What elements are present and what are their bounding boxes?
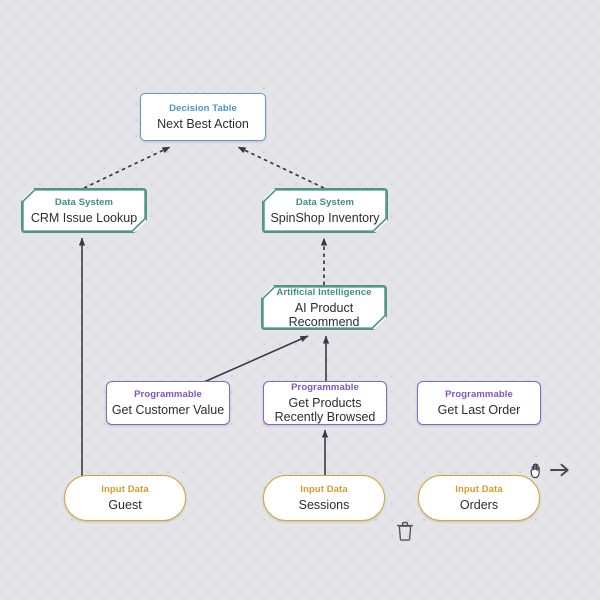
node-title: AI Product Recommend [288, 300, 360, 329]
node-type-label: Data System [54, 196, 114, 208]
node-title: Get Products Recently Browsed [274, 396, 376, 424]
node-title: Orders [459, 498, 499, 512]
node-orders[interactable]: Input Data Orders [418, 475, 540, 521]
node-type-label: Data System [295, 196, 355, 208]
node-type-label: Programmable [134, 389, 202, 400]
node-type-label: Programmable [445, 389, 513, 400]
edge-get-customer-value-to-ai [203, 335, 309, 383]
node-type-label: Input Data [300, 484, 348, 495]
trash-icon[interactable] [396, 521, 414, 541]
node-type-label: Input Data [101, 484, 149, 495]
node-title: Get Customer Value [111, 403, 225, 417]
node-type-label: Artificial Intelligence [276, 286, 372, 298]
node-title: SpinShop Inventory [270, 210, 380, 225]
node-type-label: Programmable [291, 382, 359, 393]
node-get-customer-value[interactable]: Programmable Get Customer Value [106, 381, 230, 425]
node-spinshop-inventory[interactable]: Data System SpinShop Inventory [262, 188, 388, 233]
node-get-products-recently-browsed[interactable]: Programmable Get Products Recently Brows… [263, 381, 387, 425]
node-type-label: Input Data [455, 484, 503, 495]
node-title: Get Last Order [437, 403, 521, 417]
node-guest[interactable]: Input Data Guest [64, 475, 186, 521]
node-type-label: Decision Table [169, 103, 237, 114]
edge-crm-to-next-best-action [83, 146, 171, 189]
node-title: Guest [108, 498, 142, 512]
node-title: Sessions [298, 498, 350, 512]
grabbing-hand-cursor [529, 461, 547, 481]
node-sessions[interactable]: Input Data Sessions [263, 475, 385, 521]
edge-spinshop-to-next-best-action [237, 146, 325, 189]
node-ai-product-recommend[interactable]: Artificial Intelligence AI Product Recom… [261, 285, 387, 330]
node-get-last-order[interactable]: Programmable Get Last Order [417, 381, 541, 425]
node-title: Next Best Action [157, 117, 249, 131]
node-next-best-action[interactable]: Decision Table Next Best Action [140, 93, 266, 141]
node-crm-issue-lookup[interactable]: Data System CRM Issue Lookup [21, 188, 147, 233]
node-title: CRM Issue Lookup [30, 210, 138, 225]
arrow-right-icon[interactable] [549, 460, 571, 480]
